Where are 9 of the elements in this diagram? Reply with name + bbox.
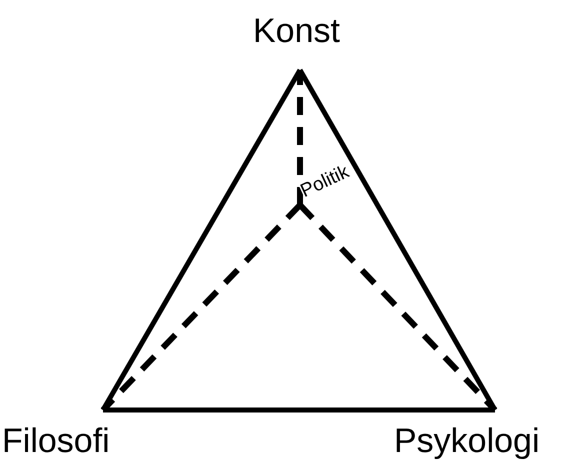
dashed-line [297, 70, 303, 205]
vertex-label: Filosofi [2, 422, 110, 461]
dashed-line [298, 202, 498, 412]
triangle-side [298, 68, 498, 412]
vertex-label: Psykologi [394, 422, 540, 461]
triangle-side [100, 68, 302, 412]
vertex-label: Konst [253, 12, 340, 51]
dashed-line [100, 202, 302, 412]
triangle-side [103, 408, 495, 412]
